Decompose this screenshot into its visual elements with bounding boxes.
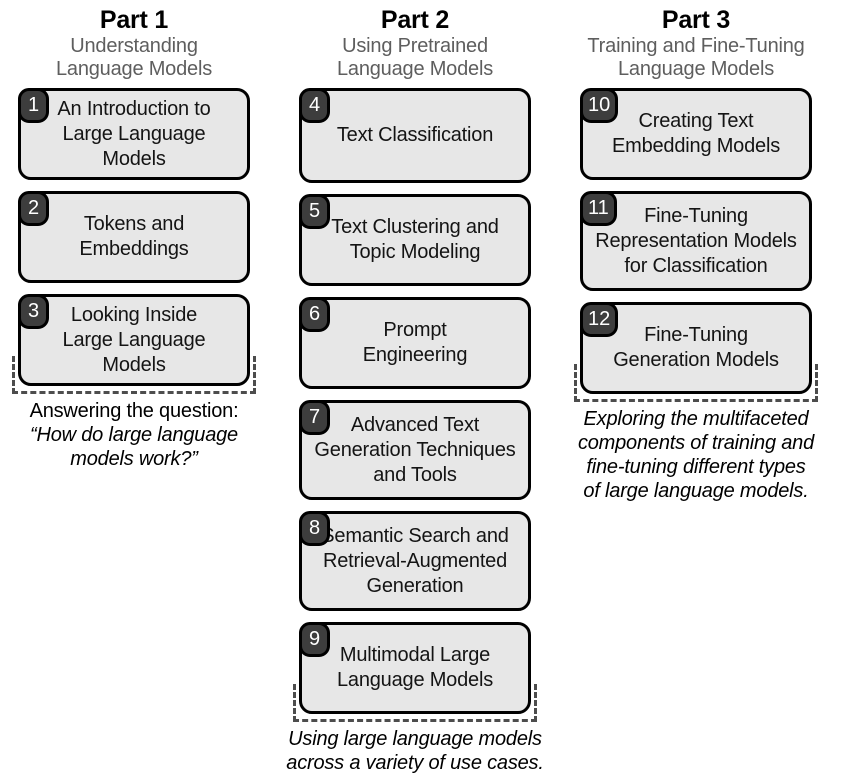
chapter-card[interactable]: 10 Creating Text Embedding Models xyxy=(580,88,812,180)
part-column-1: Part 1 Understanding Language Models 1 A… xyxy=(0,0,268,471)
column-1-caption: Answering the question: “How do large la… xyxy=(0,394,268,471)
chapter-card[interactable]: 11 Fine-Tuning Representation Models for… xyxy=(580,191,812,291)
column-1-card-group: 1 An Introduction to Large Language Mode… xyxy=(0,88,268,394)
chapter-card[interactable]: 7 Advanced Text Generation Techniques an… xyxy=(299,400,531,500)
chapter-title: Multimodal Large Language Models xyxy=(336,644,493,691)
chapter-card[interactable]: 8 Semantic Search and Retrieval-Augmente… xyxy=(299,511,531,611)
chapter-number-badge: 2 xyxy=(18,191,49,226)
column-3-cards: 10 Creating Text Embedding Models 11 Fin… xyxy=(562,88,830,402)
chapter-title: Text Clustering and Topic Modeling xyxy=(331,216,499,263)
chapter-number-badge: 6 xyxy=(299,297,330,332)
chapter-title: Fine-Tuning Generation Models xyxy=(613,324,779,371)
column-2-header: Part 2 Using Pretrained Language Models xyxy=(281,0,549,81)
chapter-card[interactable]: 4 Text Classification xyxy=(299,88,531,183)
chapter-card[interactable]: 6 Prompt Engineering xyxy=(299,297,531,389)
part-column-3: Part 3 Training and Fine-Tuning Language… xyxy=(562,0,830,503)
column-3-card-group: 10 Creating Text Embedding Models 11 Fin… xyxy=(562,88,830,402)
chapter-title: Tokens and Embeddings xyxy=(79,213,189,260)
column-3-caption: Exploring the multifaceted components of… xyxy=(562,402,830,503)
column-2-caption: Using large language models across a var… xyxy=(281,722,549,775)
chapter-title: Advanced Text Generation Techniques and … xyxy=(314,413,516,486)
chapter-title: Text Classification xyxy=(336,124,494,146)
chapter-card[interactable]: 5 Text Clustering and Topic Modeling xyxy=(299,194,531,286)
part-column-2: Part 2 Using Pretrained Language Models … xyxy=(281,0,549,775)
chapter-title: An Introduction to Large Language Models xyxy=(57,97,211,170)
part-subtitle: Training and Fine-Tuning Language Models xyxy=(587,35,805,80)
caption-italic: Using large language models across a var… xyxy=(286,728,544,774)
chapter-number-badge: 4 xyxy=(299,88,330,123)
chapter-number-badge: 7 xyxy=(299,400,330,435)
chapter-number-badge: 5 xyxy=(299,194,330,229)
chapter-card[interactable]: 9 Multimodal Large Language Models xyxy=(299,622,531,714)
caption-italic: Exploring the multifaceted components of… xyxy=(577,408,815,502)
chapter-title: Fine-Tuning Representation Models for Cl… xyxy=(595,204,797,277)
chapter-card[interactable]: 3 Looking Inside Large Language Models xyxy=(18,294,250,386)
chapter-card[interactable]: 1 An Introduction to Large Language Mode… xyxy=(18,88,250,180)
chapter-title: Creating Text Embedding Models xyxy=(611,110,780,157)
chapter-card[interactable]: 12 Fine-Tuning Generation Models xyxy=(580,302,812,394)
chapter-number-badge: 9 xyxy=(299,622,330,657)
column-1-header: Part 1 Understanding Language Models xyxy=(0,0,268,81)
caption-italic: “How do large language models work?” xyxy=(30,424,238,470)
caption-lead: Answering the question: xyxy=(29,400,239,422)
chapter-number-badge: 3 xyxy=(18,294,49,329)
chapter-card[interactable]: 2 Tokens and Embeddings xyxy=(18,191,250,283)
column-3-header: Part 3 Training and Fine-Tuning Language… xyxy=(562,0,830,81)
column-1-cards: 1 An Introduction to Large Language Mode… xyxy=(0,88,268,394)
chapter-number-badge: 1 xyxy=(18,88,49,123)
chapter-number-badge: 8 xyxy=(299,511,330,546)
chapter-title: Looking Inside Large Language Models xyxy=(62,303,206,376)
part-title: Part 2 xyxy=(380,6,450,34)
part-subtitle: Understanding Language Models xyxy=(55,35,212,80)
chapter-title: Prompt Engineering xyxy=(362,319,468,366)
column-2-card-group: 4 Text Classification 5 Text Clustering … xyxy=(281,88,549,722)
part-title: Part 1 xyxy=(99,6,169,34)
part-subtitle: Using Pretrained Language Models xyxy=(336,35,493,80)
chapter-title: Semantic Search and Retrieval-Augmented … xyxy=(321,524,509,597)
column-2-cards: 4 Text Classification 5 Text Clustering … xyxy=(281,88,549,722)
chapter-number-badge: 10 xyxy=(580,88,619,123)
chapter-number-badge: 11 xyxy=(580,191,617,226)
part-title: Part 3 xyxy=(661,6,731,34)
chapter-number-badge: 12 xyxy=(580,302,619,337)
